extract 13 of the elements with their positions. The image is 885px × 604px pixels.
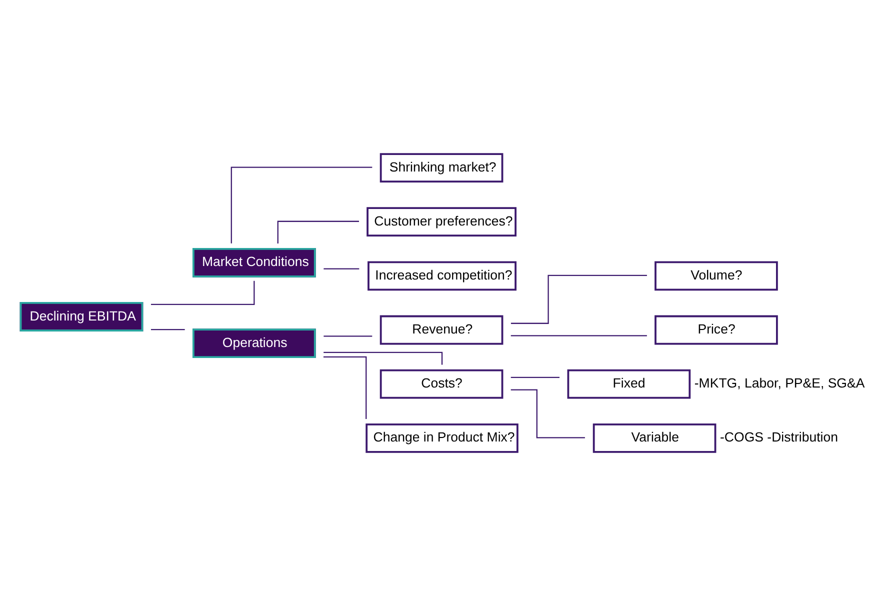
node-label: -MKTG, Labor, PP&E, SG&A bbox=[694, 375, 865, 390]
connector bbox=[323, 356, 367, 418]
connector bbox=[510, 376, 560, 378]
connector bbox=[324, 268, 360, 269]
connector bbox=[510, 334, 647, 336]
connector bbox=[150, 280, 255, 304]
connector bbox=[150, 328, 185, 330]
connector bbox=[277, 220, 359, 243]
connector bbox=[324, 335, 372, 336]
node-label: -COGS -Distribution bbox=[720, 429, 838, 444]
connector bbox=[230, 166, 372, 243]
connector bbox=[510, 274, 647, 324]
connector bbox=[510, 388, 585, 438]
